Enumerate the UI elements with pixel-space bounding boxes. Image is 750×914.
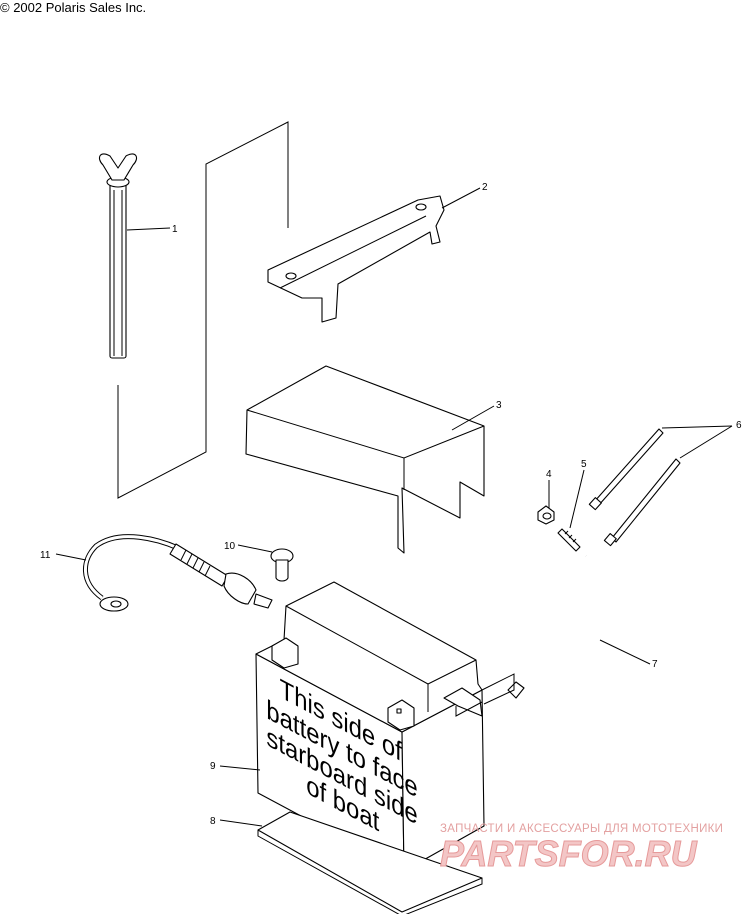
screw <box>557 528 581 552</box>
battery-pad <box>257 811 483 914</box>
watermark-logo: PARTSFOR.RU <box>440 833 698 874</box>
callout-5: 5 <box>581 459 587 470</box>
callout-4: 4 <box>546 469 552 480</box>
callout-7: 7 <box>652 659 658 670</box>
battery-cover <box>245 365 485 554</box>
callout-6: 6 <box>736 420 742 431</box>
vent-tube <box>507 555 608 748</box>
hold-down-rod <box>98 153 138 359</box>
copyright-text: © 2002 Polaris Sales Inc. <box>0 0 146 15</box>
callout-3: 3 <box>496 400 502 411</box>
callout-10: 10 <box>224 541 236 552</box>
ground-cable <box>83 534 273 612</box>
group-bracket <box>117 121 289 499</box>
callout-9: 9 <box>210 761 216 772</box>
callout-2: 2 <box>482 182 488 193</box>
callout-1: 1 <box>172 224 178 235</box>
battery-bracket <box>267 195 445 323</box>
callouts: 1 2 3 4 5 6 7 8 9 10 11 <box>40 182 742 827</box>
watermark-top-text: ЗАПЧАСТИ И АКСЕССУАРЫ ДЛЯ МОТОТЕХНИКИ <box>440 823 723 835</box>
callout-8: 8 <box>210 816 216 827</box>
watermark: ЗАПЧАСТИ И АКСЕССУАРЫ ДЛЯ МОТОТЕХНИКИ PA… <box>440 823 723 875</box>
nut <box>537 505 555 525</box>
callout-11: 11 <box>40 550 51 561</box>
bolts <box>588 428 681 547</box>
terminal-bolt <box>270 548 294 582</box>
